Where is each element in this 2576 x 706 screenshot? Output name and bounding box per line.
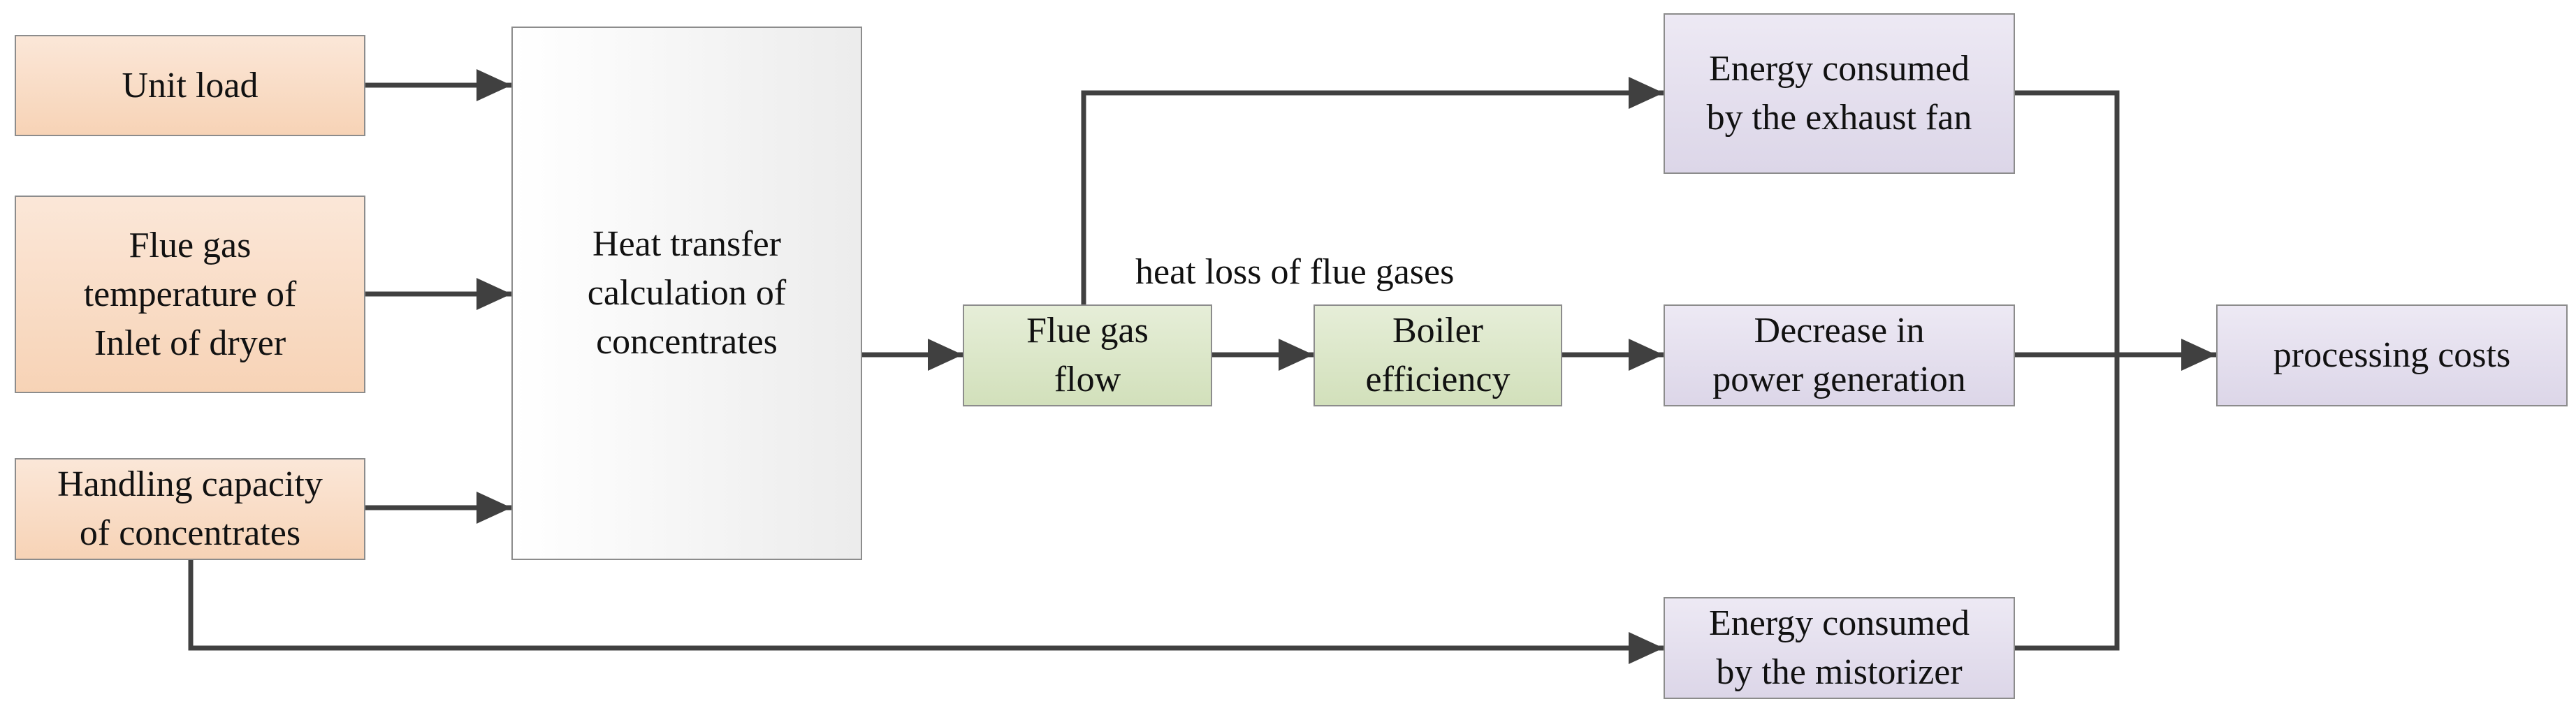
heat-loss-label: heat loss of flue gases [1135,252,1455,292]
flue-gas-flow-line-1: Flue gas [1026,311,1149,351]
flue-gas-flow-line-2: flow [1054,360,1121,399]
handling-capacity-line-1: Handling capacity [57,464,323,504]
mistorizer-energy-line-2: by the mistorizer [1716,652,1963,692]
power-generation-decrease-line-2: power generation [1712,360,1966,399]
handling-capacity-line-2: of concentrates [79,513,301,553]
boiler-efficiency-line-2: efficiency [1365,360,1511,399]
processing-costs-node: processing costs [2216,304,2568,406]
power-generation-decrease-node: Decrease in power generation [1664,304,2015,406]
processing-costs-line-1: processing costs [2273,335,2511,375]
mistorizer-energy-line-1: Energy consumed [1708,603,1970,643]
heat-transfer-node: Heat transfer calculation of concentrate… [511,27,862,560]
boiler-efficiency-line-1: Boiler [1392,311,1483,351]
flue-gas-flow-node: Flue gas flow [963,304,1212,406]
mistorizer-energy-node: Energy consumed by the mistorizer [1664,597,2015,699]
arrow-handling-capacity-to-mistorizer [188,559,1664,664]
flue-gas-temperature-line-1: Flue gas [129,225,252,265]
boiler-efficiency-node: Boiler efficiency [1314,304,1562,406]
exhaust-fan-energy-node: Energy consumed by the exhaust fan [1664,13,2015,174]
flue-gas-temperature-line-3: Inlet of dryer [94,323,286,363]
heat-transfer-line-1: Heat transfer [592,224,781,264]
line-mistorizer-to-merge [2014,355,2120,651]
power-generation-decrease-line-1: Decrease in [1754,311,1925,351]
line-exhaust-fan-to-merge [2014,90,2120,355]
arrow-flue-gas-flow-to-exhaust-fan [1081,77,1664,304]
flue-gas-temperature-node: Flue gas temperature of Inlet of dryer [15,196,365,393]
unit-load-line-1: Unit load [122,65,259,105]
exhaust-fan-energy-line-1: Energy consumed [1708,49,1970,89]
heat-transfer-line-2: calculation of [587,273,787,313]
flue-gas-temperature-line-2: temperature of [83,274,297,314]
unit-load-node: Unit load [15,35,365,136]
heat-transfer-line-3: concentrates [596,322,778,362]
handling-capacity-node: Handling capacity of concentrates [15,458,365,560]
exhaust-fan-energy-line-2: by the exhaust fan [1706,98,1972,138]
